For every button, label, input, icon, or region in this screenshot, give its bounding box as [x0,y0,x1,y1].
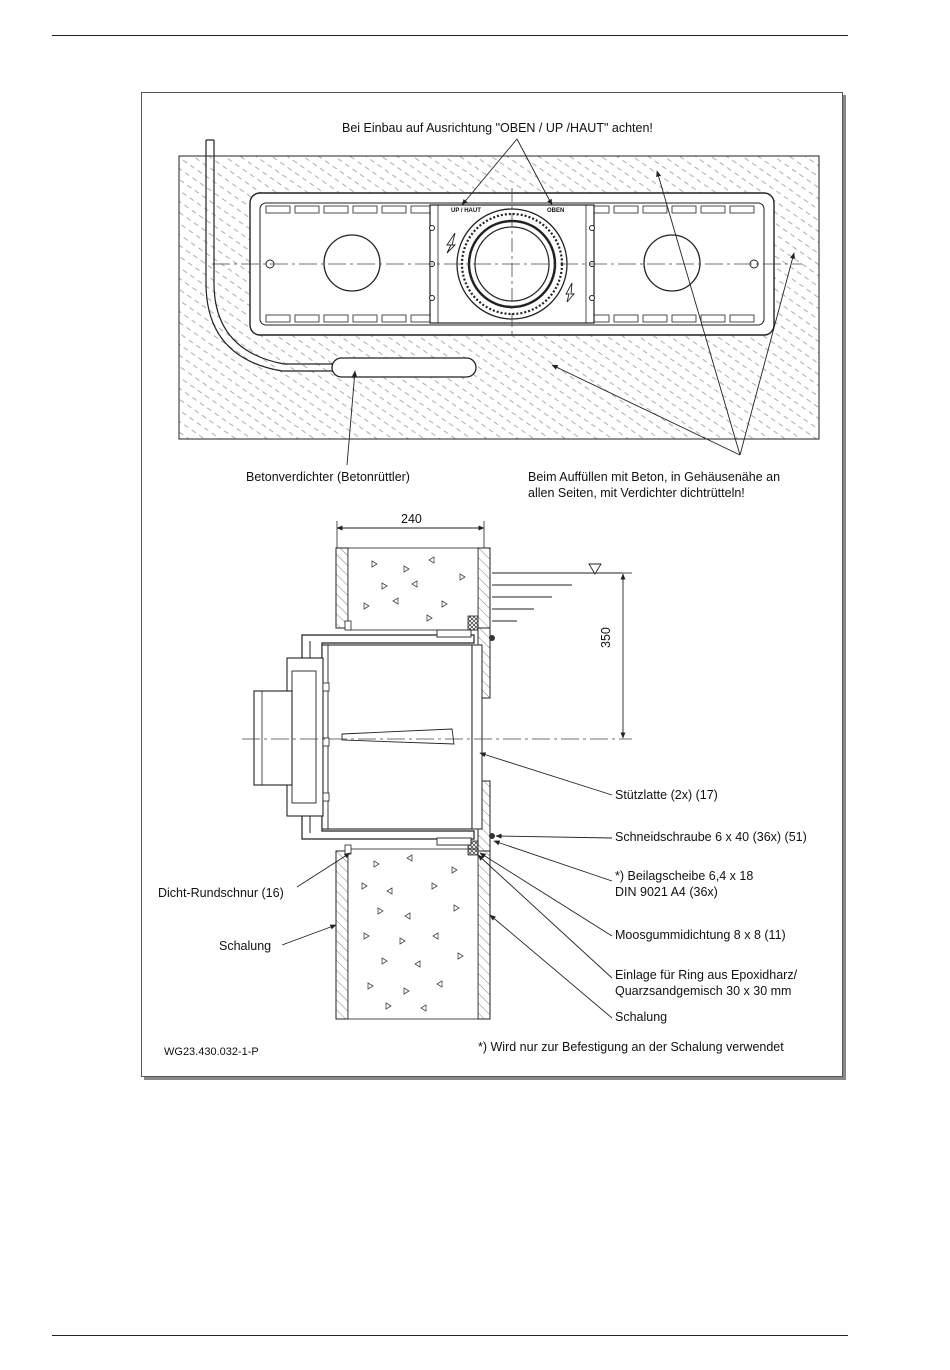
housing-section [301,634,475,840]
epoxy-insert-upper [467,615,479,631]
oben-label: OBEN [547,208,565,214]
moosgummi-label: Moosgummidichtung 8 x 8 (11) [615,928,786,942]
fill-note-line2: allen Seiten, mit Verdichter dichtrüttel… [528,486,745,500]
fill-note-line1: Beim Auffüllen mit Beton, in Gehäusenähe… [528,470,781,484]
vibrator-hose [205,140,334,372]
einlage-line2: Quarzsandgemisch 30 x 30 mm [615,984,792,998]
left-opening [323,234,381,292]
schalung-right-label: Schalung [615,1010,668,1024]
schalung-left-label: Schalung [219,939,272,953]
support-bar [471,644,483,830]
epoxy-insert-lower [467,840,479,856]
inner-cone [341,728,455,745]
schneidschraube-label: Schneidschraube 6 x 40 (36x) (51) [615,830,807,844]
concrete-upper [347,547,479,631]
up-arrow-left-icon [446,232,457,254]
drawing-frame: Bei Einbau auf Ausrichtung "OBEN / UP /H… [141,92,843,1077]
formwork-right-upper [477,547,491,629]
dim-240-label: 240 [401,512,422,526]
footnote: *) Wird nur zur Befestigung an der Schal… [478,1040,784,1054]
screw-head-lower-icon [489,833,495,839]
dicht-rundschnur-label: Dicht-Rundschnur (16) [158,886,284,900]
water-level [492,563,622,622]
orientation-note: Bei Einbau auf Ausrichtung "OBEN / UP /H… [342,121,653,135]
stuetzlatte-label: Stützlatte (2x) (17) [615,788,718,802]
vibrator-body [331,357,477,378]
right-opening [643,234,701,292]
beilagscheibe-line1: *) Beilagscheibe 6,4 x 18 [615,869,754,883]
top-rule [52,35,848,36]
vibrator-label: Betonverdichter (Betonrüttler) [246,470,410,484]
formwork-right-lower [477,850,491,1020]
pipe-stub [253,690,293,786]
dim-350-label: 350 [599,627,613,648]
up-haut-label: UP / HAUT [451,208,481,214]
section-view [242,521,632,1020]
drawing-number: WG23.430.032-1-P [164,1046,259,1058]
formwork-left-lower [335,850,349,1020]
einlage-line1: Einlage für Ring aus Epoxidharz/ [615,968,798,982]
concrete-lower [347,848,479,1020]
up-arrow-right-icon [565,282,575,303]
formwork-left-upper [335,547,349,629]
aggregate-marks [361,556,466,1012]
technical-drawing [178,138,820,1020]
bottom-rule [52,1335,848,1336]
beilagscheibe-line2: DIN 9021 A4 (36x) [615,885,718,899]
top-view [178,138,820,466]
screw-head-upper-icon [489,635,495,641]
